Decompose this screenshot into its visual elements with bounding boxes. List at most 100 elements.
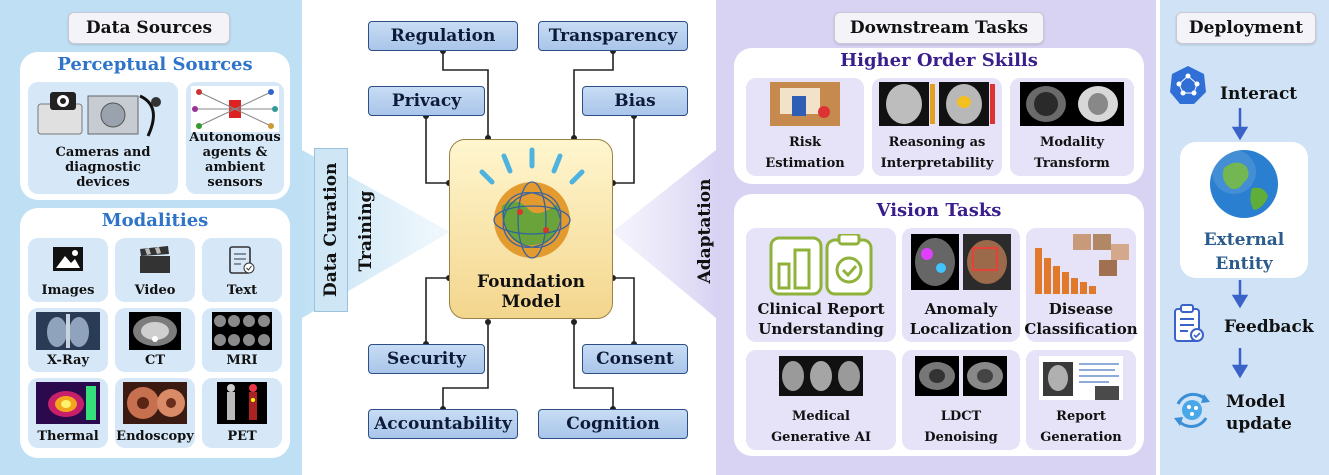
mri-grid-image — [212, 312, 272, 350]
modality-thermal: Thermal — [28, 378, 108, 448]
document-icon — [229, 246, 255, 274]
modality-label: PET — [227, 429, 257, 444]
task-label-line1: Anomaly — [924, 300, 998, 318]
skill-label-line1: Risk — [788, 135, 822, 150]
ct-image — [129, 312, 181, 350]
modality-label: Video — [134, 283, 176, 298]
topic-regulation: Regulation — [368, 21, 518, 51]
modality-label: CT — [144, 353, 166, 368]
adaptation-label: Adaptation — [695, 178, 715, 284]
modality-label: Text — [226, 283, 258, 298]
skill-label-line2: Estimation — [765, 156, 845, 171]
report-chart-icon — [769, 234, 873, 296]
higher-order-title: Higher Order Skills — [840, 50, 1038, 71]
modalities-title: Modalities — [101, 210, 209, 231]
pet-image — [217, 382, 267, 424]
modality-ct: CT — [115, 308, 195, 372]
topic-security: Security — [368, 344, 485, 374]
vision-tasks-title: Vision Tasks — [876, 200, 1002, 221]
skill-label-line1: Modality — [1039, 135, 1104, 150]
modality-endoscopy: Endoscopy — [115, 378, 195, 448]
modality-xray: X-Ray — [28, 308, 108, 372]
task-disease-classification: Disease Classification — [1024, 228, 1138, 342]
data-curation-label: Data Curation — [321, 162, 341, 297]
perceptual-sources-box: Perceptual Sources Cameras and diagnosti… — [20, 52, 290, 200]
modality-label: Thermal — [37, 429, 99, 444]
model-update-line1: Model — [1226, 392, 1286, 412]
earth-globe-icon — [1210, 150, 1278, 218]
anomaly-image — [911, 234, 1011, 290]
xray-image — [36, 312, 100, 350]
task-label-line1: LDCT — [940, 409, 982, 424]
classification-bars-icon — [1035, 234, 1129, 294]
sensor-network-icon — [191, 86, 279, 132]
modality-label: X-Ray — [46, 353, 90, 368]
topic-transparency: Transparency — [538, 21, 688, 51]
external-line2: Entity — [1215, 254, 1273, 274]
external-line1: External — [1203, 230, 1285, 250]
task-label-line2: Localization — [909, 320, 1013, 338]
task-label-line1: Disease — [1048, 300, 1114, 318]
perceptual-sources-title: Perceptual Sources — [57, 54, 253, 75]
interact-label: Interact — [1220, 84, 1298, 104]
modality-text: Text — [202, 238, 282, 302]
cameras-tile: Cameras and diagnostic devices — [28, 82, 178, 194]
data-sources-title: Data Sources — [68, 12, 230, 44]
autonomous-agents-label: Autonomous agents & ambient sensors — [189, 130, 281, 190]
report-xray-image — [1039, 356, 1123, 400]
endoscopy-image — [123, 382, 187, 424]
risk-scene-image — [770, 82, 840, 126]
thermal-image — [36, 382, 100, 424]
model-update-line2: update — [1226, 414, 1292, 434]
task-clinical-report: Clinical Report Understanding — [746, 228, 896, 342]
data-curation-box — [314, 148, 348, 312]
task-label-line1: Clinical Report — [757, 300, 885, 318]
task-ldct-denoising: LDCT Denoising — [902, 350, 1020, 450]
skill-reasoning: Reasoning as Interpretability — [872, 78, 1002, 176]
ldct-image — [915, 356, 1007, 396]
brain-heatmap-image — [879, 82, 995, 126]
task-label-line1: Medical — [792, 409, 850, 424]
task-label-line2: Classification — [1024, 320, 1138, 338]
interact-network-icon — [1170, 66, 1206, 104]
task-label-line2: Denoising — [924, 430, 998, 445]
task-anomaly-localization: Anomaly Localization — [902, 228, 1020, 342]
feedback-clipboard-icon — [1174, 304, 1204, 342]
modality-label: Endoscopy — [116, 429, 194, 444]
skill-label-line1: Reasoning as — [888, 135, 986, 150]
deployment-arrows — [1231, 108, 1249, 379]
foundation-label-line2: Model — [501, 292, 561, 312]
task-medical-generative-ai: Medical Generative AI — [746, 350, 896, 450]
modality-video: Video — [115, 238, 195, 302]
skill-label-line2: Transform — [1034, 156, 1110, 171]
generated-mri-image — [779, 356, 863, 396]
skill-label-line2: Interpretability — [880, 156, 994, 171]
skill-modality-transform: Modality Transform — [1010, 78, 1134, 176]
foundation-label-line1: Foundation — [476, 272, 586, 292]
task-report-generation: Report Generation — [1026, 350, 1136, 450]
modality-pet: PET — [202, 378, 282, 448]
external-entity-box: External Entity — [1180, 142, 1308, 278]
modalities-box: Modalities Images Video — [20, 208, 290, 458]
data-sources-panel: Data Sources Perceptual Sources Cameras … — [0, 0, 302, 475]
autonomous-agents-tile: Autonomous agents & ambient sensors — [186, 82, 284, 194]
downstream-title: Downstream Tasks — [834, 12, 1044, 44]
foundation-model-box: Foundation Model — [449, 139, 613, 319]
modality-mri: MRI — [202, 308, 282, 372]
modality-label: MRI — [226, 353, 258, 368]
downstream-panel: Downstream Tasks Higher Order Skills Ris… — [716, 0, 1156, 475]
image-icon — [53, 247, 83, 271]
deployment-panel: Deployment Interact External Entity — [1160, 0, 1329, 475]
task-label-line2: Generation — [1040, 430, 1122, 445]
task-label-line2: Understanding — [758, 320, 884, 338]
cameras-label: Cameras and diagnostic devices — [55, 145, 151, 190]
modality-label: Images — [41, 283, 95, 298]
globe-network-icon — [479, 147, 585, 259]
topic-cognition: Cognition — [538, 409, 688, 439]
modality-images: Images — [28, 238, 108, 302]
higher-order-box: Higher Order Skills Risk Estimation Reas… — [734, 48, 1144, 184]
camera-devices-icon — [37, 92, 161, 137]
topic-consent: Consent — [582, 344, 688, 374]
topic-bias: Bias — [582, 86, 688, 116]
